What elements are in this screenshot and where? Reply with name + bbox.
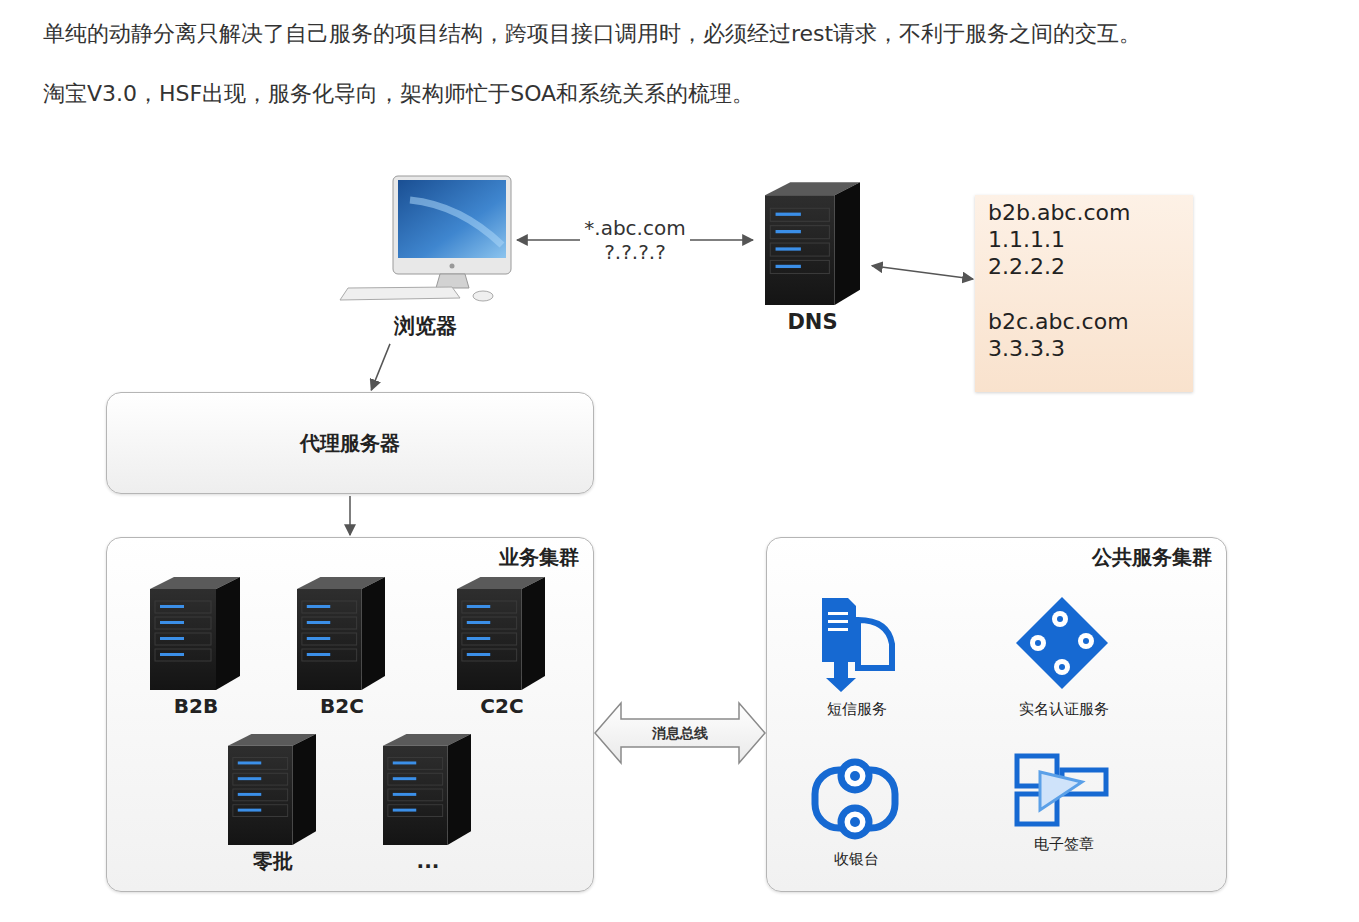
service-node: 短信服务 [796,591,918,721]
node-text: 浏览器 [394,314,457,339]
cluster-heading: 业务集群 [121,545,579,569]
id-verify-icon-part [1052,611,1068,627]
dns-record-box: b2b.abc.com1.1.1.12.2.2.2 b2c.abc.com3.3.… [975,195,1193,392]
cashier-icon-part [841,762,869,790]
connector-line [349,496,351,535]
server-icon [765,182,860,305]
sms-icon-part [828,628,848,631]
node-text: b2c.abc.com [988,308,1180,335]
server-icon [297,577,385,690]
service-node: 收银台 [796,753,916,871]
server-icon [228,734,316,845]
imac-icon-part [393,176,511,274]
node-text: 实名认证服务 [1019,700,1109,718]
server-icon [457,577,545,690]
id-verify-icon [1016,597,1108,689]
node-text: 2.2.2.2 [988,253,1180,280]
cluster-box: 公共服务集群短信服务 实名认证服务收银台 电子签章 [766,537,1227,892]
e-seal-icon-part [1017,794,1057,824]
server-node: ... [373,728,483,876]
id-verify-icon-part [1016,597,1108,689]
id-verify-icon-part [1083,638,1089,644]
connector-line [872,266,973,279]
id-verify-icon-part [1078,633,1094,649]
sms-icon-part [826,662,856,692]
sms-icon [822,598,892,692]
node-text: b2b.abc.com [988,199,1180,226]
server-node: C2C [447,571,557,721]
cashier-icon-part [815,770,895,828]
id-verify-icon-part [1054,659,1070,675]
message-bus-arrow [595,703,765,763]
node-text: ... [417,849,440,873]
server-icon [383,734,471,845]
sms-icon-part [822,598,856,662]
imac-icon-part [410,200,502,245]
sms-icon-part [858,620,892,668]
imac-icon [340,176,511,301]
service-node: 实名认证服务 [996,591,1131,721]
bus-label: 消息总线 [652,725,708,742]
node-text: B2C [320,694,364,718]
server-icons [150,182,860,845]
node-text: 电子签章 [1034,835,1094,853]
id-verify-icon-part [1057,616,1063,622]
server-icon [150,577,240,690]
sms-icon-part [828,612,848,615]
cashier-icon-part [850,817,860,827]
node-text: C2C [480,694,523,718]
imac-icon-part [450,264,455,269]
imac-icon-part [340,287,460,300]
imac-icon-part [436,274,469,288]
edge-label: *.abc.com ?.?.?.? [580,216,689,264]
cashier-icon [815,762,895,836]
server-node: B2C [287,571,397,721]
e-seal-icon [1017,756,1106,824]
id-verify-icon-part [1059,664,1065,670]
note-text: 淘宝V3.0，HSF出现，服务化导向，架构师忙于SOA和系统关系的梳理。 [43,79,754,109]
node-text: 1.1.1.1 [988,226,1180,253]
cluster-heading: 公共服务集群 [781,545,1212,569]
cluster-box: 业务集群 B2B B2C C2C 零批... [106,537,594,892]
node-text: DNS [787,310,837,335]
e-seal-icon-part [1040,772,1082,810]
service-node: 电子签章 [996,749,1131,856]
connector-line [371,344,390,390]
server-node: B2B [141,571,251,721]
id-verify-icon-part [1030,635,1046,651]
node-text: 代理服务器 [300,431,400,455]
note-text: 单纯的动静分离只解决了自己服务的项目结构，跨项目接口调用时，必须经过rest请求… [43,19,1141,49]
node-text: 零批 [253,849,293,873]
cashier-icon-part [850,771,860,781]
id-verify-icon-part [1035,640,1041,646]
server-node: 零批 [218,728,328,876]
browser-node: 浏览器 [335,172,515,342]
node-text: 短信服务 [827,700,887,718]
proxy-box: 代理服务器 [106,392,594,494]
e-seal-icon-part [1062,770,1106,794]
e-seal-icon-part [1017,756,1057,786]
node-text: 收银台 [834,850,879,868]
dns-node: DNS [755,178,870,338]
node-text: B2B [174,694,218,718]
sms-icon-part [828,620,848,623]
cashier-icon-part [841,808,869,836]
imac-icon-part [473,291,493,301]
node-text: 3.3.3.3 [988,335,1180,362]
imac-icon-part [398,180,506,258]
